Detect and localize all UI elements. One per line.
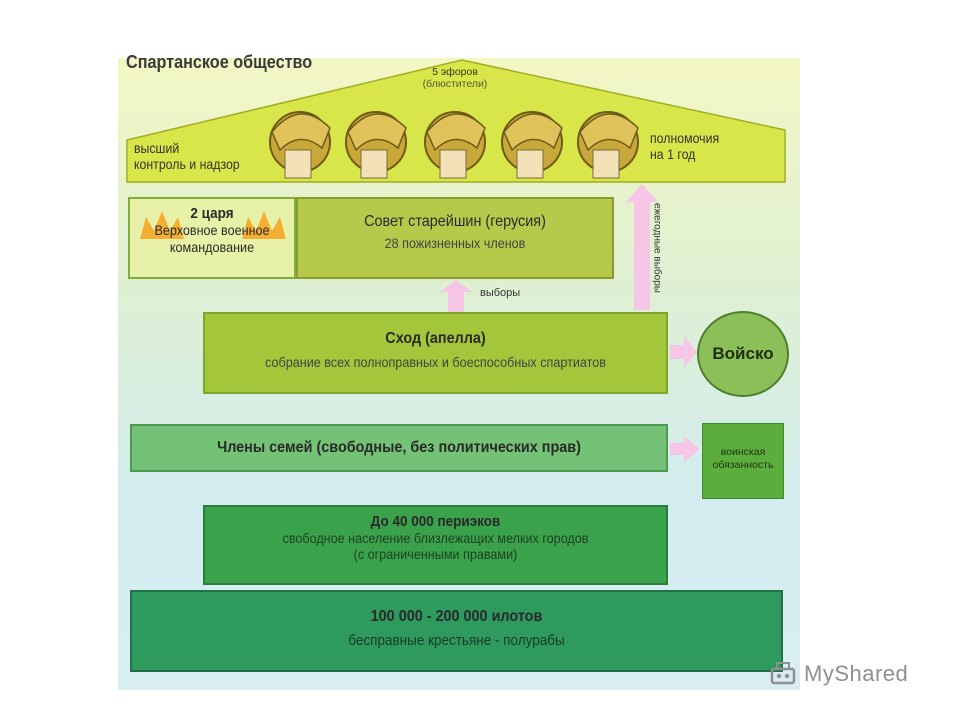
- family-box: Члены семей (свободные, без политических…: [130, 424, 668, 472]
- kings-title: 2 царя: [190, 205, 234, 222]
- family-duty-arrow: [670, 436, 700, 462]
- ephor-figure: [345, 111, 407, 179]
- perieki-title: До 40 000 периэков: [370, 513, 501, 530]
- gerusia-box: Совет старейшин (герусия) 28 пожизненных…: [296, 197, 614, 279]
- helots-box: 100 000 - 200 000 илотов бесправные крес…: [130, 590, 783, 672]
- roof-left-line1: высший: [134, 140, 180, 156]
- annual-elections-label: ежегодные выборы: [651, 203, 663, 293]
- family-title: Члены семей (свободные, без политических…: [217, 439, 581, 456]
- gerusia-subtitle: 28 пожизненных членов: [384, 235, 526, 251]
- ephor-figure: [577, 111, 639, 179]
- elections-arrow: [440, 280, 472, 312]
- ephor-figure: [501, 111, 563, 179]
- duty-line2: обязанность: [712, 459, 774, 471]
- perieki-box: До 40 000 периэков свободное население б…: [203, 505, 668, 585]
- roof-right-caption: полномочия на 1 год: [650, 130, 719, 162]
- roof-right-line1: полномочия: [650, 130, 720, 146]
- elections-label: выборы: [480, 287, 521, 299]
- annual-elections-label-wrap: ежегодные выборы: [650, 188, 664, 308]
- ephors-label: 5 эфоров (блюстители): [395, 66, 515, 90]
- diagram-title: Спартанское общество: [126, 52, 313, 72]
- kings-line2: Верховное военное: [154, 222, 270, 238]
- army-circle: Войско: [697, 311, 789, 397]
- projector-icon: [770, 662, 796, 685]
- watermark: MyShared: [770, 660, 908, 688]
- watermark-text: MyShared: [804, 661, 909, 686]
- roof-right-line2: на 1 год: [650, 146, 696, 162]
- annual-elections-arrow: [626, 184, 658, 310]
- military-duty-box: воинская обязанность: [702, 423, 784, 499]
- gerusia-title: Совет старейшин (герусия): [364, 213, 546, 230]
- apella-box: Сход (апелла) собрание всех полноправных…: [203, 312, 668, 394]
- ephor-figure: [424, 111, 486, 179]
- ephors-title: 5 эфоров: [432, 66, 478, 78]
- duty-line1: воинская: [720, 446, 766, 458]
- kings-text: 2 царя Верховное военное командование: [138, 199, 286, 256]
- ephors-subtitle: (блюстители): [422, 78, 488, 90]
- crowns-icon: [140, 211, 286, 239]
- perieki-line2: свободное население близлежащих мелких г…: [282, 530, 589, 546]
- perieki-line3: (с ограниченными правами): [353, 546, 518, 562]
- roof-left-line2: контроль и надзор: [134, 156, 240, 172]
- roof-left-caption: высший контроль и надзор: [134, 140, 240, 172]
- apella-title: Сход (апелла): [385, 330, 486, 347]
- apella-subtitle: собрание всех полноправных и боеспособны…: [265, 354, 606, 370]
- kings-line3: командование: [169, 239, 255, 255]
- apella-army-arrow: [670, 336, 697, 368]
- kings-box: 2 царя Верховное военное командование: [128, 197, 296, 279]
- helots-title: 100 000 - 200 000 илотов: [370, 608, 543, 625]
- helots-subtitle: бесправные крестьяне - полурабы: [348, 632, 565, 649]
- ephor-figure: [269, 111, 331, 179]
